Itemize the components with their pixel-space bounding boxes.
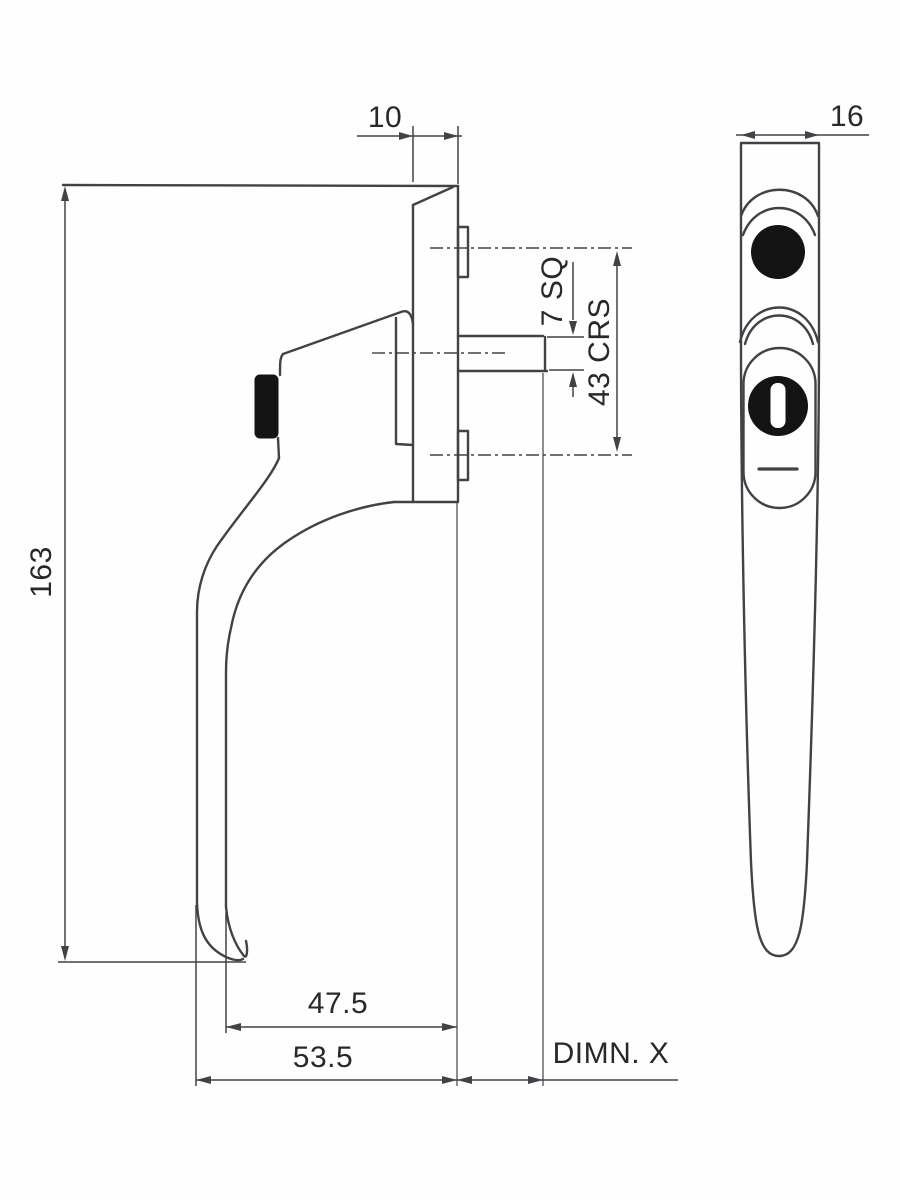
spindle: [456, 334, 549, 373]
edge-view: [738, 141, 821, 958]
grip-inner-profile: [224, 500, 396, 909]
dim-label-plate-thickness: 10: [367, 101, 403, 134]
neck-root-boss: [394, 316, 415, 447]
centerlines: [372, 247, 632, 456]
arrow-535-left: [196, 1076, 211, 1084]
dim-label-fixing-centres: 43 CRS: [583, 297, 616, 407]
grip-tip: [224, 905, 249, 958]
arrow-dimnx-right: [528, 1076, 543, 1084]
backplate-chamfer: [411, 185, 455, 207]
dim-label-projection: DIMN. X: [552, 1037, 670, 1070]
dim-label-overall-length: 163: [25, 546, 58, 598]
collar-arc-inner: [743, 314, 815, 346]
handle-outline: [739, 141, 821, 958]
dimension-arrowheads: [61, 131, 819, 1084]
dimension-lines: [58, 126, 869, 1086]
dim-label-handle-thickness: 16: [829, 100, 865, 133]
arrow-163-top: [61, 186, 69, 201]
arrow-43crs-bottom: [613, 437, 621, 452]
push-button-end: [751, 225, 805, 279]
arrow-535-right: [442, 1076, 457, 1084]
arrow-7sq-top: [569, 321, 577, 335]
lock-collar: [742, 346, 817, 510]
arrow-163-bottom: [61, 946, 69, 961]
arrow-475-right: [442, 1023, 457, 1031]
screw-boss-top: [456, 225, 470, 279]
collar-arc-outer: [738, 306, 820, 344]
dim-label-spindle-size: 7 SQ: [536, 255, 569, 327]
ext-line-7sq: [547, 336, 584, 371]
top-edge-line: [61, 183, 460, 188]
cap-arc-outer: [739, 188, 820, 218]
dim-label-grip-inner: 47.5: [307, 987, 369, 1020]
side-profile-view: [61, 183, 549, 962]
arrow-10-left: [399, 132, 413, 140]
grip-outer-profile: [195, 456, 281, 962]
arrow-475-left: [226, 1023, 241, 1031]
key-slot: [770, 383, 786, 428]
neck-front-edge: [278, 352, 285, 377]
arrow-dimnx-left: [457, 1076, 472, 1084]
push-button: [254, 374, 279, 439]
neck-top-slope: [281, 310, 415, 356]
arrow-7sq-bottom: [569, 372, 577, 387]
neck-below-button: [276, 436, 281, 460]
cap-arc-inner: [741, 206, 817, 237]
arrow-10-right: [444, 132, 458, 140]
arrow-16-left: [741, 131, 755, 139]
dim-label-grip-overall: 53.5: [292, 1041, 354, 1074]
arrow-16-right: [805, 131, 819, 139]
arrow-43crs-top: [613, 251, 621, 266]
